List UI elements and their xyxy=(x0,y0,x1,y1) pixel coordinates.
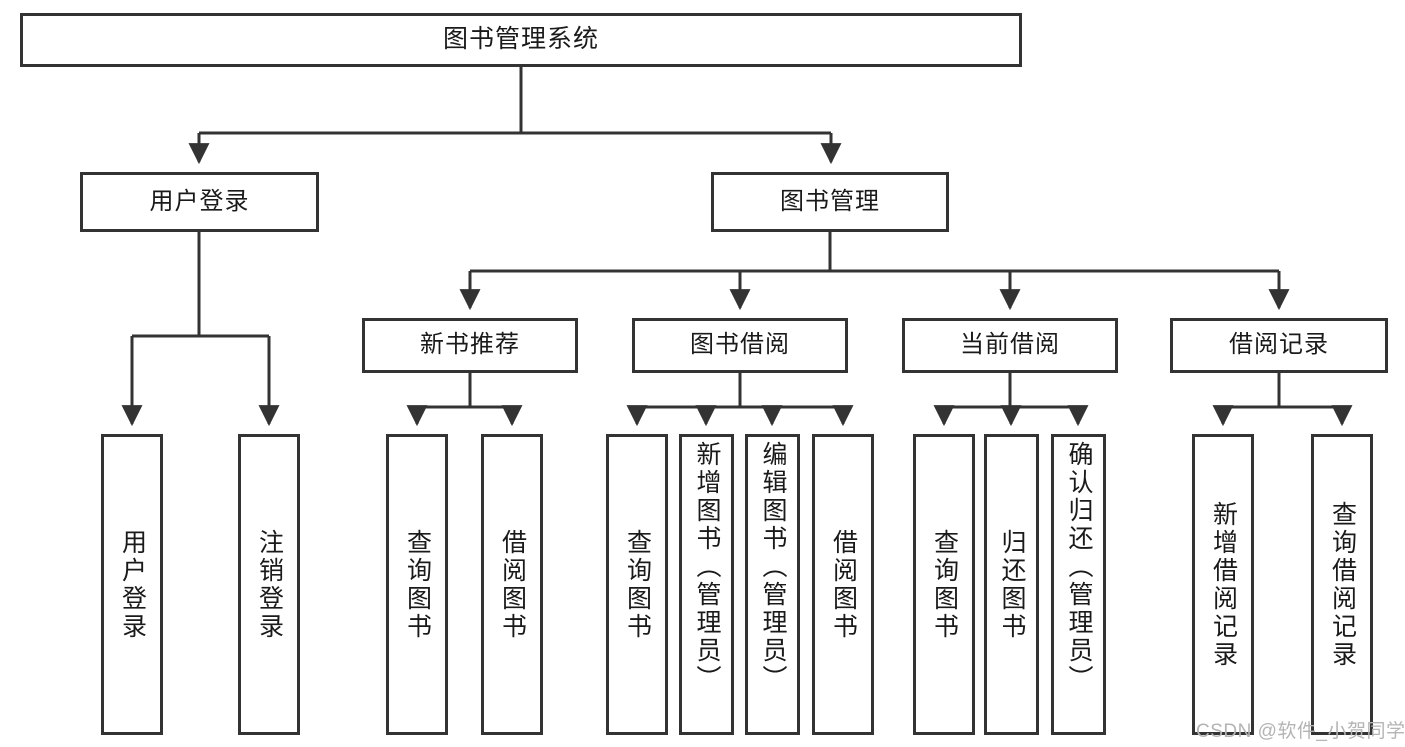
leaf-confirm-return-admin-label: 确认归还（管理员） xyxy=(1065,441,1093,693)
leaf-add-book-admin[interactable]: 新增图书（管理员） xyxy=(679,434,734,735)
leaf-user-login[interactable]: 用户登录 xyxy=(101,434,163,735)
leaf-edit-book-admin[interactable]: 编辑图书（管理员） xyxy=(745,434,800,735)
leaf-borrow-book-newbooks-label: 借阅图书 xyxy=(498,528,527,641)
leaf-return-book-label: 归还图书 xyxy=(998,528,1026,641)
node-book-management-label: 图书管理 xyxy=(780,187,880,215)
node-book-management[interactable]: 图书管理 xyxy=(711,172,949,232)
leaf-query-book-current-label: 查询图书 xyxy=(930,528,959,641)
leaf-query-borrow-record-label: 查询借阅记录 xyxy=(1328,500,1357,669)
node-user-login-label: 用户登录 xyxy=(149,187,250,215)
leaf-user-login-label: 用户登录 xyxy=(118,528,147,641)
node-root-label: 图书管理系统 xyxy=(442,25,599,54)
leaf-query-borrow-record[interactable]: 查询借阅记录 xyxy=(1311,434,1373,735)
leaf-user-logout[interactable]: 注销登录 xyxy=(238,434,300,735)
leaf-query-book-borrow[interactable]: 查询图书 xyxy=(606,434,668,735)
node-current-borrow[interactable]: 当前借阅 xyxy=(902,318,1118,373)
leaf-query-book-newbooks[interactable]: 查询图书 xyxy=(386,434,448,735)
leaf-user-logout-label: 注销登录 xyxy=(255,528,284,641)
leaf-edit-book-admin-label: 编辑图书（管理员） xyxy=(759,441,787,693)
node-current-borrow-label: 当前借阅 xyxy=(960,331,1060,359)
node-new-book-recommend[interactable]: 新书推荐 xyxy=(362,318,578,373)
leaf-confirm-return-admin[interactable]: 确认归还（管理员） xyxy=(1051,434,1106,735)
node-book-borrow[interactable]: 图书借阅 xyxy=(632,318,848,373)
node-borrow-records[interactable]: 借阅记录 xyxy=(1170,318,1388,373)
leaf-return-book[interactable]: 归还图书 xyxy=(984,434,1039,735)
leaf-add-book-admin-label: 新增图书（管理员） xyxy=(693,441,721,693)
node-book-borrow-label: 图书借阅 xyxy=(690,331,790,359)
node-user-login[interactable]: 用户登录 xyxy=(80,172,319,232)
leaf-query-book-borrow-label: 查询图书 xyxy=(623,528,652,641)
leaf-add-borrow-record-label: 新增借阅记录 xyxy=(1209,500,1238,669)
leaf-borrow-book-newbooks[interactable]: 借阅图书 xyxy=(481,434,543,735)
leaf-query-book-newbooks-label: 查询图书 xyxy=(403,528,432,641)
leaf-add-borrow-record[interactable]: 新增借阅记录 xyxy=(1192,434,1254,735)
leaf-borrow-book[interactable]: 借阅图书 xyxy=(812,434,874,735)
leaf-query-book-current[interactable]: 查询图书 xyxy=(913,434,975,735)
csdn-watermark: CSDN @软件_小贺同学 xyxy=(1196,721,1405,742)
node-new-book-recommend-label: 新书推荐 xyxy=(420,331,520,359)
node-borrow-records-label: 借阅记录 xyxy=(1229,331,1329,359)
node-root[interactable]: 图书管理系统 xyxy=(20,13,1022,67)
leaf-borrow-book-label: 借阅图书 xyxy=(829,528,858,641)
